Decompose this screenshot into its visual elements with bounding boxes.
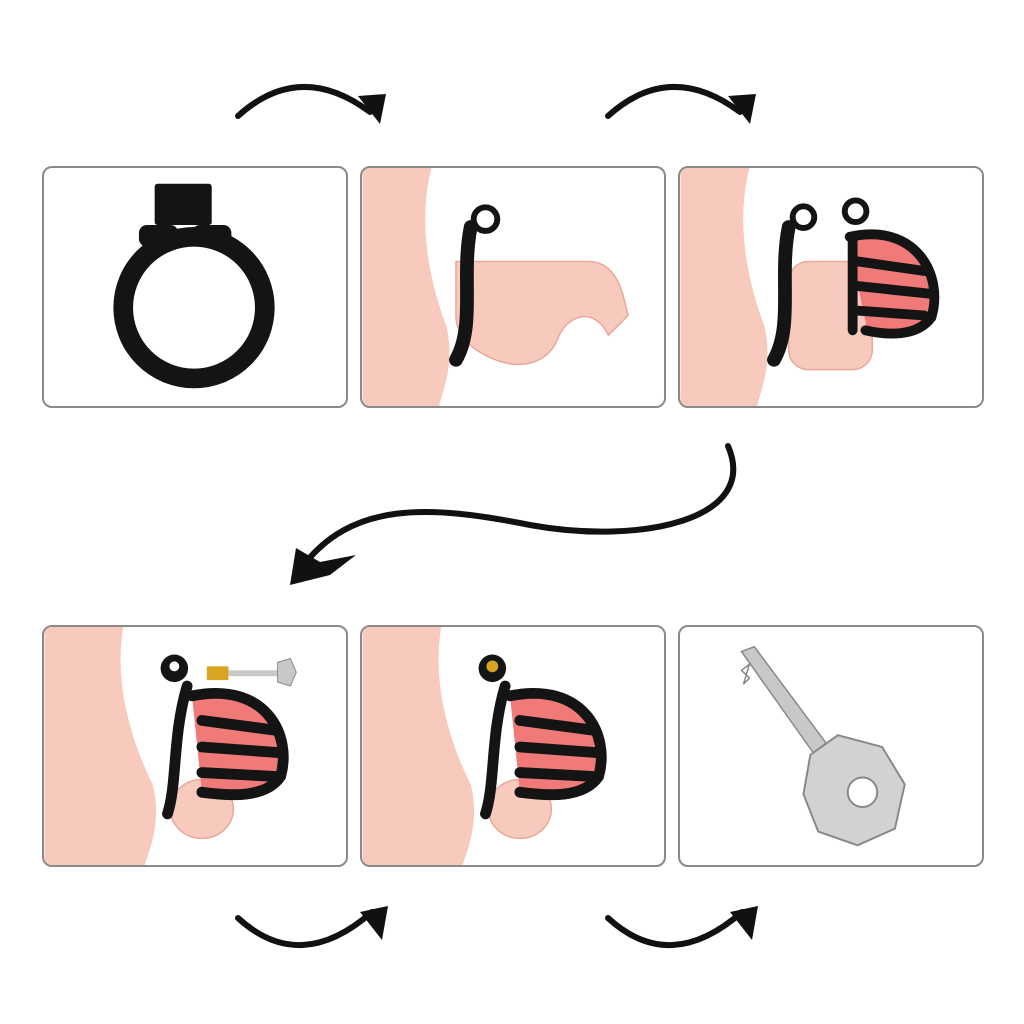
step-1-panel xyxy=(42,166,348,408)
step-2-panel xyxy=(360,166,666,408)
arrow-step3-to-4 xyxy=(297,443,737,573)
step-6-panel xyxy=(678,625,984,867)
step-4-panel xyxy=(42,625,348,867)
arrow-step1-to-2 xyxy=(235,84,373,119)
step-3-panel xyxy=(678,166,984,408)
ring-icon xyxy=(113,183,275,389)
ring-fitted-icon xyxy=(362,168,629,406)
lock-insert-icon xyxy=(44,627,297,865)
key-icon xyxy=(740,645,906,847)
cage-attach-icon xyxy=(680,168,940,406)
locked-icon xyxy=(362,627,607,865)
arrow-step2-to-3 xyxy=(605,84,743,119)
arrow-step5-to-6 xyxy=(605,909,745,949)
arrow-step4-to-5 xyxy=(235,909,375,949)
step-5-panel xyxy=(360,625,666,867)
